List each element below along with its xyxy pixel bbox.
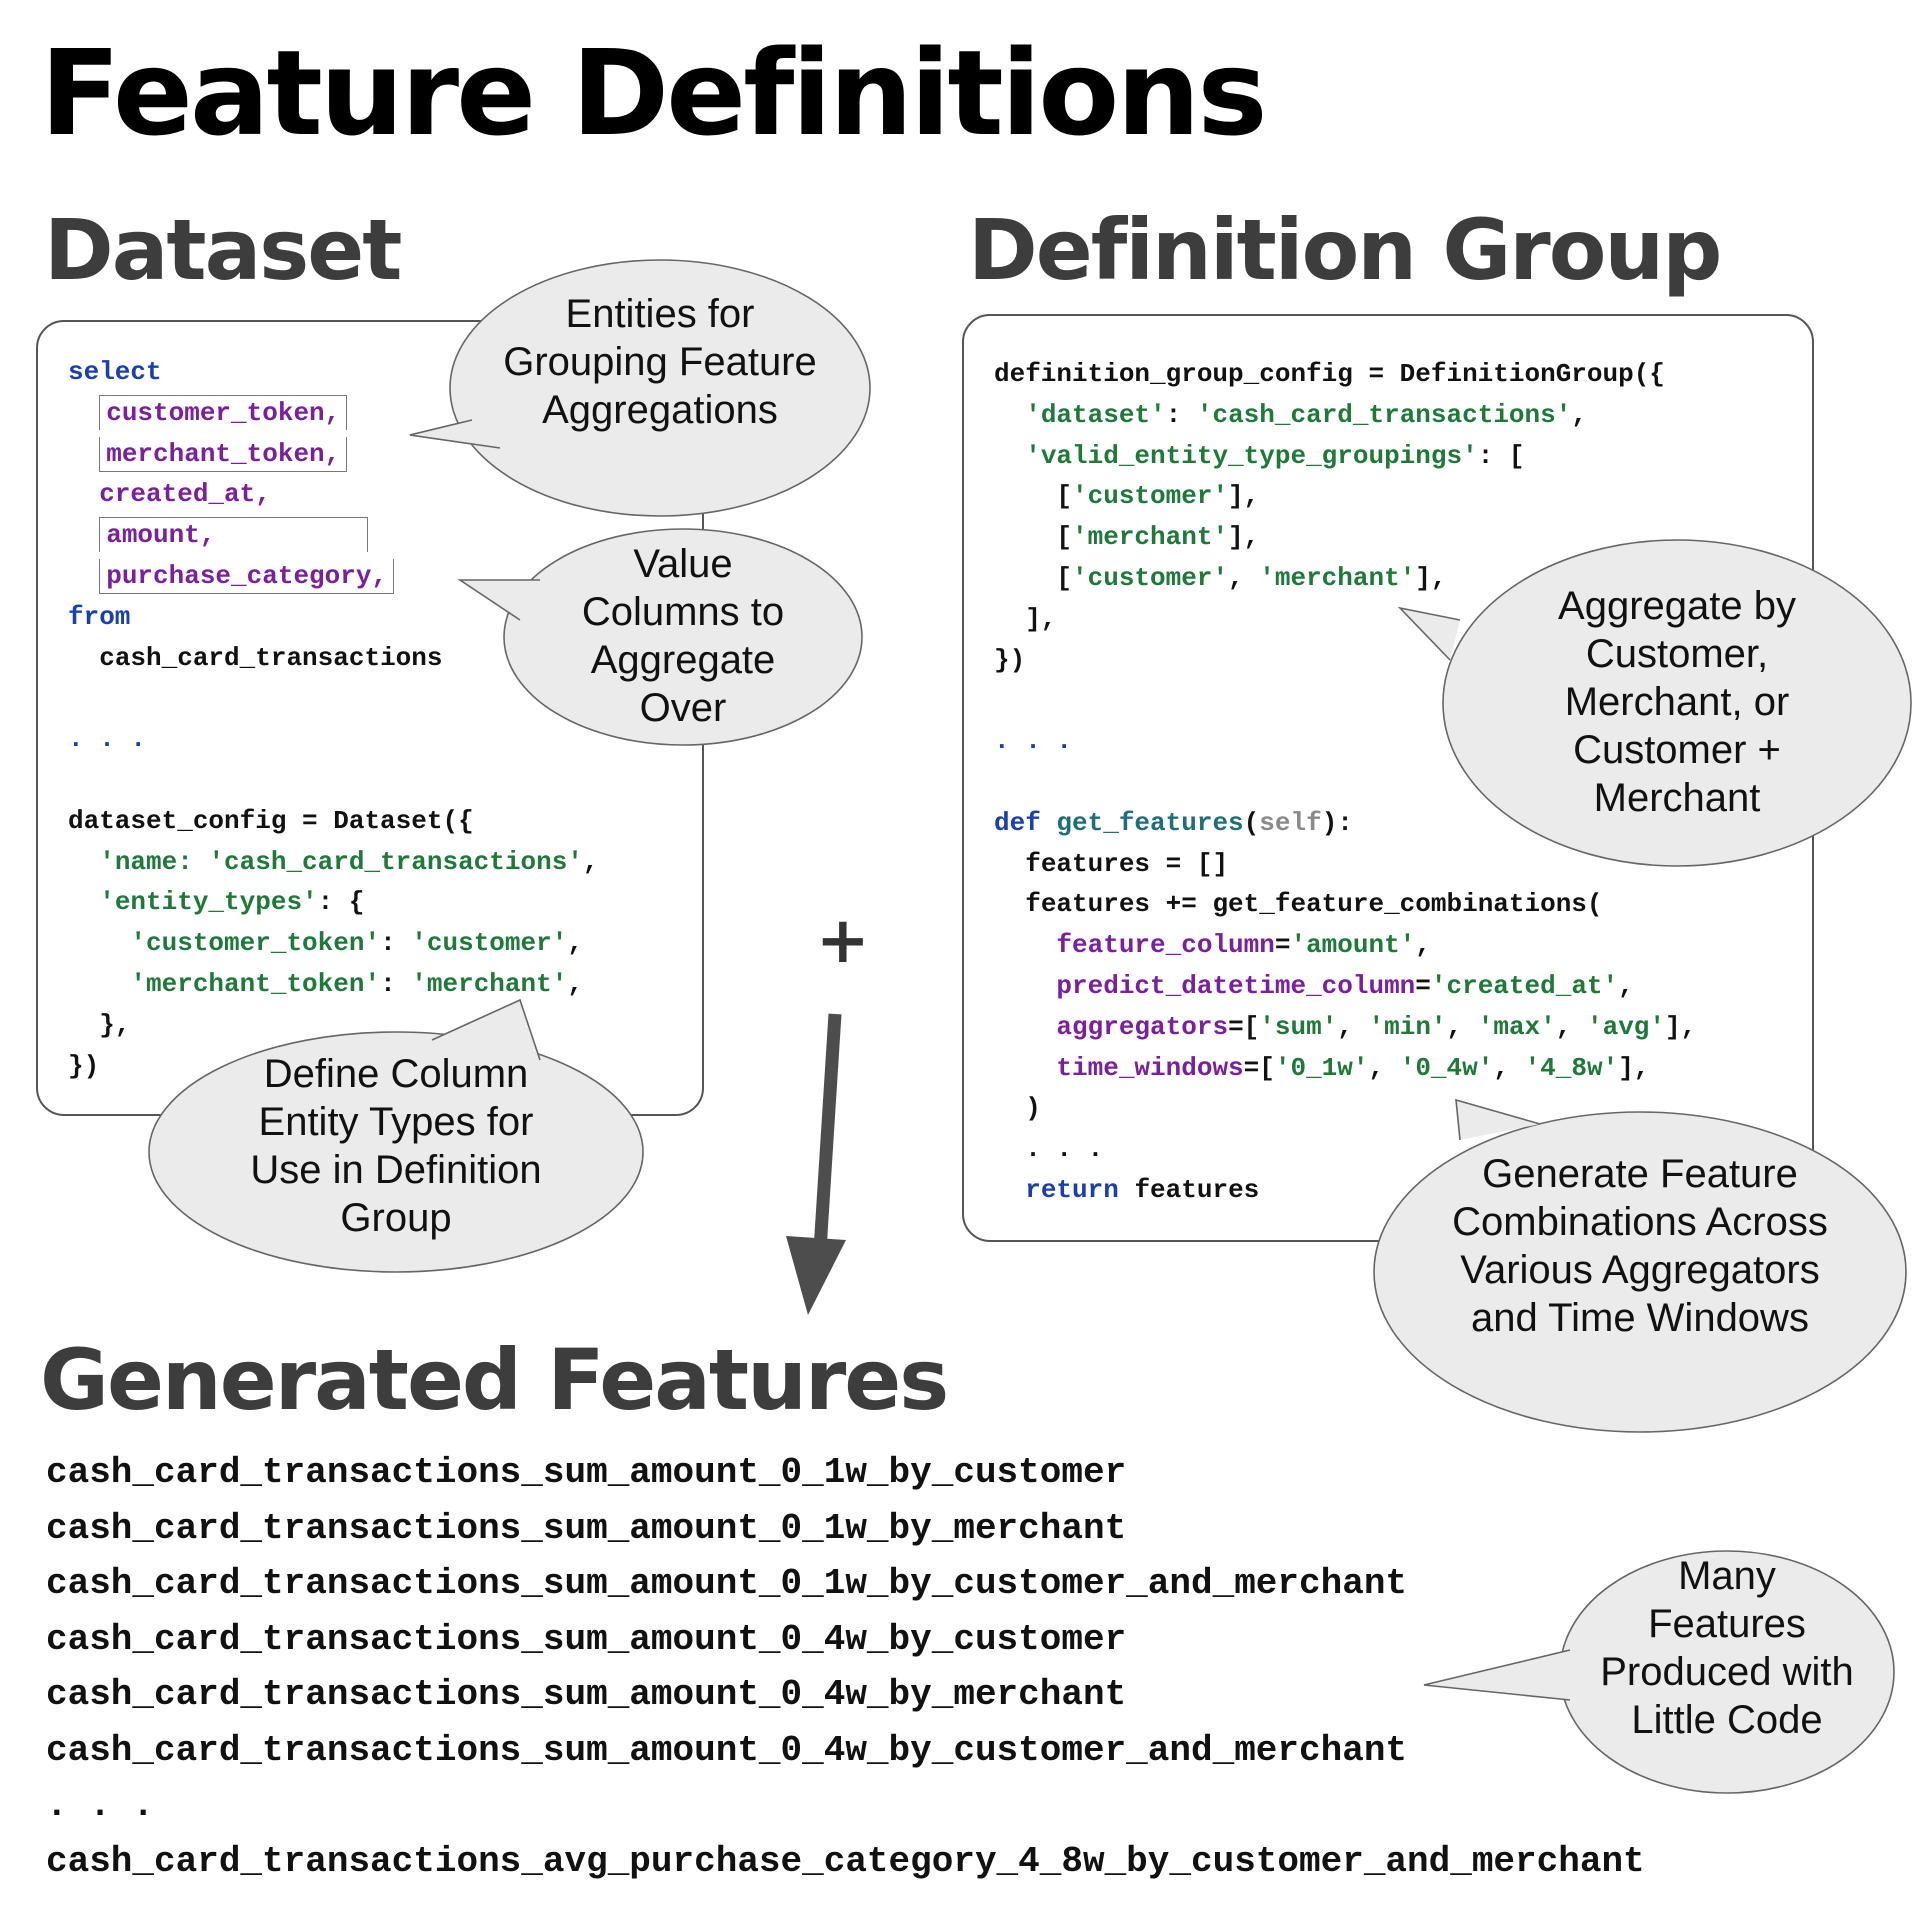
groupings-key: 'valid_entity_type_groupings' [1025, 440, 1478, 471]
aggregate-bubble [1442, 539, 1912, 867]
dataset-config-close: }) [68, 1050, 100, 1081]
many-features-bubble-tail [1423, 1649, 1571, 1701]
column-amount: amount, [106, 520, 216, 551]
column-merchant-token: merchant_token, [106, 438, 341, 469]
time-window-4-8w: '4_8w' [1524, 1052, 1619, 1083]
values-bubble [503, 528, 863, 746]
value-predict-datetime-column: 'created_at' [1430, 970, 1619, 1001]
dataset-heading: Dataset [44, 201, 402, 299]
get-features-function: get_features [1056, 807, 1244, 838]
generated-feature: cash_card_transactions_sum_amount_0_1w_b… [46, 1563, 1408, 1604]
define-bubble [148, 1031, 644, 1273]
aggregator-max: 'max' [1477, 1011, 1556, 1042]
values-bubble-tail [457, 579, 540, 621]
entity-types-open: : { [317, 887, 365, 918]
merchant-token-value: 'merchant' [411, 968, 568, 999]
dataset-value: 'cash_card_transactions' [1196, 399, 1572, 430]
generated-feature: cash_card_transactions_sum_amount_0_1w_b… [46, 1507, 1127, 1549]
customer-token-value: 'customer' [411, 928, 568, 959]
return-value: features [1134, 1174, 1260, 1205]
name-key: 'name: [99, 846, 209, 877]
aggregate-bubble-text: Aggregate by Customer, Merchant, or Cust… [1558, 584, 1796, 820]
dataset-key: 'dataset' [1025, 399, 1166, 430]
grouping-customer-both: 'customer' [1072, 562, 1229, 593]
definition-group-code-panel: definition_group_config = DefinitionGrou… [962, 314, 1814, 1242]
values-bubble-text: Value Columns to Aggregate Over [581, 542, 785, 730]
aggregator-sum: 'sum' [1259, 1011, 1338, 1042]
param-predict-datetime-column: predict_datetime_column [1056, 970, 1416, 1001]
definition-group-ellipsis: . . . [994, 726, 1073, 757]
merchant-token-key: 'merchant_token' [130, 968, 381, 999]
table-name: cash_card_transactions [99, 642, 443, 673]
dataset-ellipsis: . . . [68, 724, 147, 755]
generated-features-heading: Generated Features [40, 1331, 949, 1429]
many-features-bubble-text: Many Features Produced with Little Code [1600, 1554, 1854, 1742]
generated-feature: cash_card_transactions_sum_amount_0_4w_b… [46, 1729, 1408, 1771]
aggregator-min: 'min' [1368, 1011, 1447, 1042]
dataset-config-line: dataset_config = Dataset({ [68, 805, 474, 836]
from-keyword: from [68, 601, 131, 632]
aggregate-bubble-tail [1397, 606, 1461, 661]
entity-types-key: 'entity_types' [99, 887, 318, 918]
generated-feature: cash_card_transactions_sum_amount_0_4w_b… [46, 1674, 1127, 1715]
definition-group-config-line: definition_group_config = DefinitionGrou… [994, 359, 1665, 389]
definition-group-code: definition_group_config = DefinitionGrou… [994, 359, 1697, 1205]
time-window-0-1w: '0_1w' [1274, 1052, 1369, 1083]
plus-sign: + [816, 904, 870, 978]
dataset-code: select customer_token, merchant_token, c… [68, 357, 599, 1081]
page-title: Feature Definitions [40, 24, 1268, 162]
inner-ellipsis: . . . [1025, 1134, 1104, 1165]
column-created-at: created_at, [99, 479, 271, 510]
customer-token-key: 'customer_token' [130, 928, 381, 959]
grouping-merchant: 'merchant' [1072, 522, 1229, 553]
generate-bubble [1373, 1111, 1907, 1433]
param-aggregators: aggregators [1056, 1011, 1229, 1042]
generated-ellipsis: . . . [46, 1785, 155, 1826]
generate-bubble-text: Generate Feature Combinations Across Var… [1452, 1152, 1828, 1340]
param-time-windows: time_windows [1056, 1052, 1244, 1083]
define-bubble-tail [431, 998, 541, 1061]
call-close-paren: ) [1025, 1093, 1041, 1124]
generated-feature: cash_card_transactions_sum_amount_0_1w_b… [46, 1452, 1127, 1493]
generated-feature: cash_card_transactions_avg_purchase_cate… [46, 1840, 1645, 1882]
grouping-merchant-both: 'merchant' [1259, 562, 1416, 593]
generated-feature: cash_card_transactions_sum_amount_0_4w_b… [46, 1618, 1127, 1660]
select-keyword: select [68, 357, 162, 387]
entities-bubble-text: Entities for Grouping Feature Aggregatio… [503, 292, 817, 432]
aggregator-avg: 'avg' [1586, 1011, 1665, 1042]
time-window-0-4w: '0_4w' [1399, 1052, 1494, 1083]
column-purchase-category: purchase_category, [106, 560, 388, 591]
return-keyword: return [1025, 1174, 1119, 1205]
features-call: features += get_feature_combinations( [1025, 889, 1603, 920]
name-value: 'cash_card_transactions' [208, 846, 583, 877]
def-keyword: def [994, 807, 1041, 838]
features-init: features = [] [1025, 848, 1229, 879]
generated-features-list: cash_card_transactions_sum_amount_0_1w_b… [46, 1445, 1645, 1889]
self-param: self [1259, 807, 1322, 838]
down-arrow [786, 1013, 846, 1315]
param-feature-column: feature_column [1056, 930, 1275, 961]
define-bubble-text: Define Column Entity Types for Use in De… [250, 1052, 542, 1240]
value-feature-column: 'amount' [1290, 930, 1416, 961]
definition-group-heading: Definition Group [968, 201, 1722, 299]
column-customer-token: customer_token, [106, 397, 341, 428]
grouping-customer: 'customer' [1072, 481, 1229, 512]
entity-types-close: }, [99, 1009, 131, 1040]
generate-bubble-tail [1455, 1098, 1541, 1141]
entities-bubble [449, 259, 871, 517]
